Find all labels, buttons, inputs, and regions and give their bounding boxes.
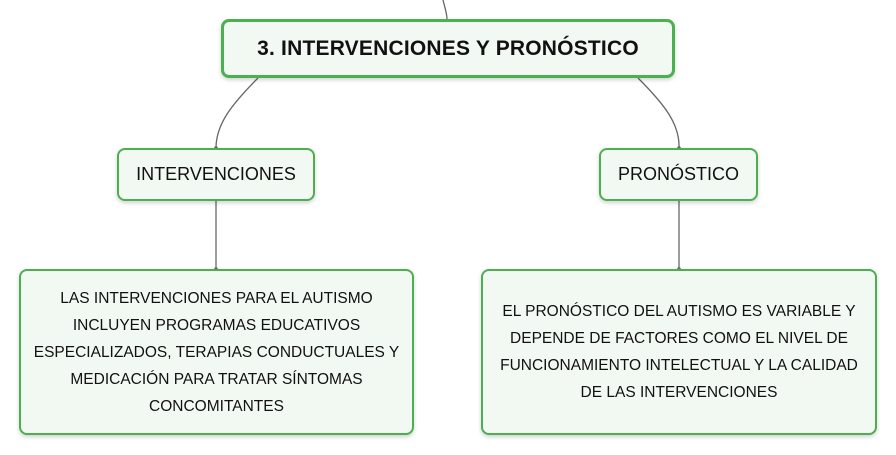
detail-text-pronostico: EL PRONÓSTICO DEL AUTISMO ES VARIABLE Y … xyxy=(500,303,858,401)
detail-node-intervenciones[interactable]: LAS INTERVENCIONES PARA EL AUTISMO INCLU… xyxy=(19,269,414,435)
topic-label-pronostico: PRONÓSTICO xyxy=(617,164,739,184)
topic-node-intervenciones[interactable]: INTERVENCIONES xyxy=(117,148,315,201)
root-topic-label: 3. INTERVENCIONES Y PRONÓSTICO xyxy=(257,36,639,60)
topic-label-intervenciones: INTERVENCIONES xyxy=(136,164,296,184)
connector-incoming-root xyxy=(442,0,448,20)
topic-node-pronostico[interactable]: PRONÓSTICO xyxy=(599,148,758,201)
connector-root-to-pronostico xyxy=(637,77,680,149)
detail-node-pronostico[interactable]: EL PRONÓSTICO DEL AUTISMO ES VARIABLE Y … xyxy=(481,269,877,435)
connector-root-to-intervenciones xyxy=(215,77,259,149)
root-topic-node[interactable]: 3. INTERVENCIONES Y PRONÓSTICO xyxy=(221,19,675,78)
detail-text-intervenciones: LAS INTERVENCIONES PARA EL AUTISMO INCLU… xyxy=(33,289,400,415)
